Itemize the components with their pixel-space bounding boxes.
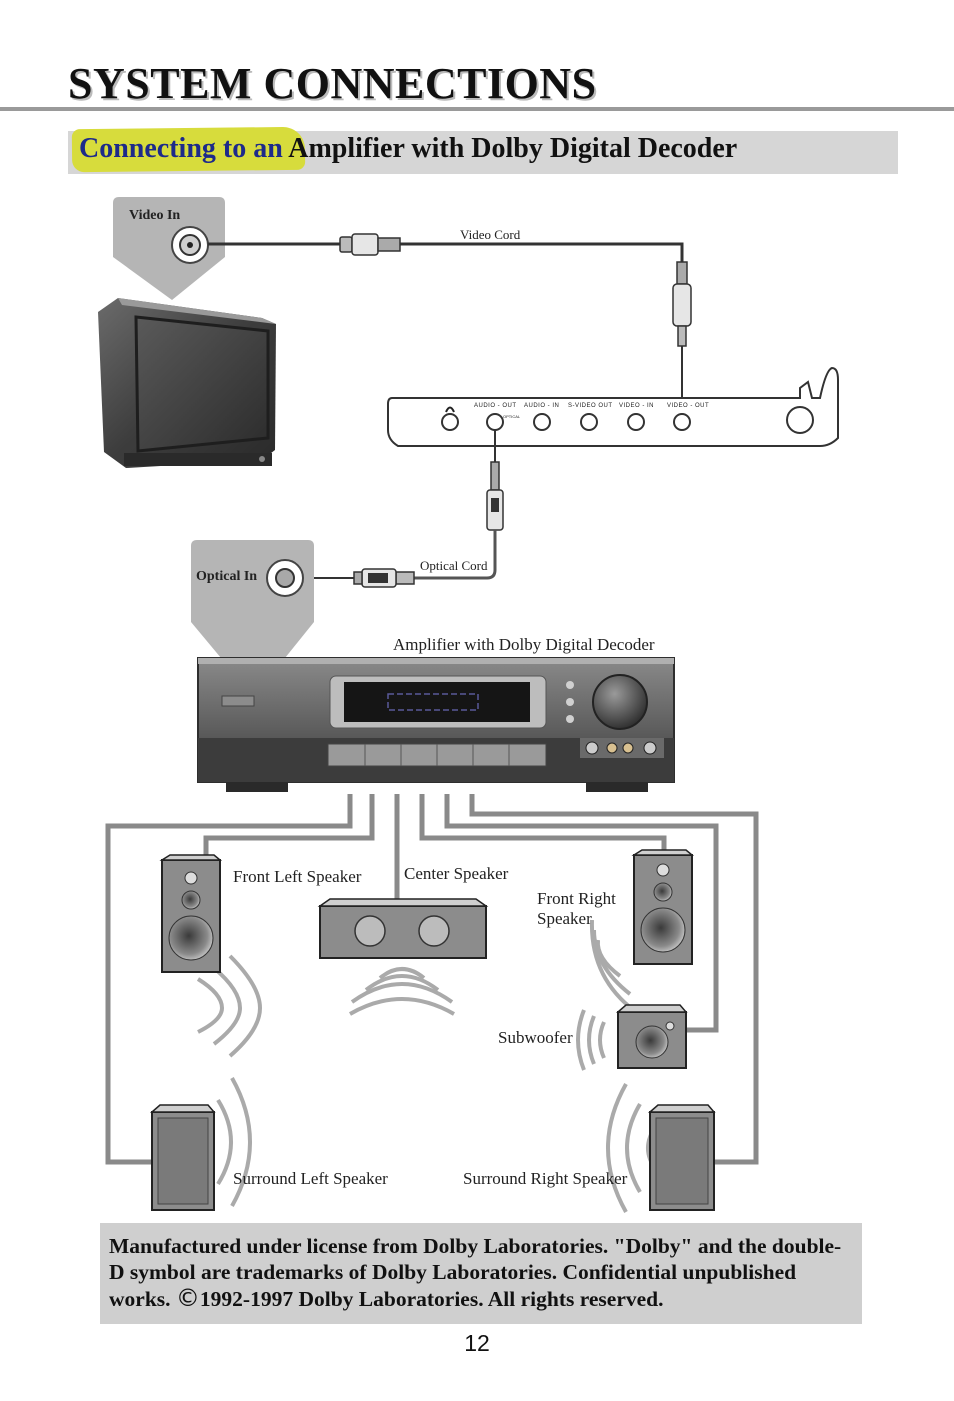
center-speaker-icon — [317, 898, 489, 1016]
amp-port-label: Optical In — [196, 569, 258, 584]
center-speaker-label: Center Speaker — [404, 864, 509, 883]
surround-left-speaker-icon — [150, 1077, 252, 1211]
connection-diagram — [98, 197, 839, 1213]
amplifier-icon — [197, 657, 675, 792]
section-heading-highlight: Connecting to an — [79, 133, 283, 164]
copyright-icon: © — [175, 1284, 200, 1312]
dvd-player-panel — [387, 366, 839, 447]
title-rule — [0, 107, 954, 111]
subwoofer-label: Subwoofer — [498, 1028, 573, 1047]
front-right-speaker-icon — [589, 849, 695, 1014]
video-cord — [208, 233, 692, 420]
front-left-speaker-icon — [159, 854, 263, 1058]
license-notice-text: Manufactured under license from Dolby La… — [109, 1234, 842, 1311]
optical-cord-label: Optical Cord — [420, 558, 488, 573]
subwoofer-icon — [576, 1004, 688, 1071]
player-label-audio-out: AUDIO - OUT — [474, 403, 517, 409]
front-right-speaker-label-line2: Speaker — [537, 909, 592, 928]
player-label-svideo-out: S-VIDEO OUT — [568, 403, 613, 409]
front-left-speaker-label: Front Left Speaker — [233, 867, 362, 886]
tv-port-label: Video In — [129, 208, 181, 223]
video-cord-label: Video Cord — [460, 227, 521, 242]
amp-optical-in-callout — [191, 540, 314, 658]
license-notice-text-end: 1992-1997 Dolby Laboratories. All rights… — [199, 1287, 664, 1311]
license-notice: Manufactured under license from Dolby La… — [109, 1233, 854, 1312]
amplifier-label: Amplifier with Dolby Digital Decoder — [393, 635, 655, 654]
section-heading: Connecting to an Amplifier with Dolby Di… — [79, 133, 737, 165]
page-number: 12 — [464, 1330, 490, 1356]
speaker-wires — [105, 794, 759, 1165]
tv-video-in-callout — [113, 197, 225, 300]
player-label-video-out: VIDEO - OUT — [667, 403, 710, 409]
player-label-optical: OPTICAL — [503, 414, 521, 419]
front-right-speaker-label-line1: Front Right — [537, 889, 616, 908]
player-label-audio-in: AUDIO - IN — [524, 403, 560, 409]
section-heading-rest: Amplifier with Dolby Digital Decoder — [282, 133, 738, 164]
surround-right-speaker-label: Surround Right Speaker — [463, 1169, 628, 1188]
tv-icon — [98, 298, 276, 468]
license-notice-box — [100, 1223, 862, 1324]
surround-right-speaker-icon — [606, 1083, 716, 1213]
surround-left-speaker-label: Surround Left Speaker — [233, 1169, 388, 1188]
optical-cord — [302, 430, 504, 588]
player-label-video-in: VIDEO - IN — [619, 403, 655, 409]
page-title: SYSTEM CONNECTIONS — [68, 59, 597, 108]
